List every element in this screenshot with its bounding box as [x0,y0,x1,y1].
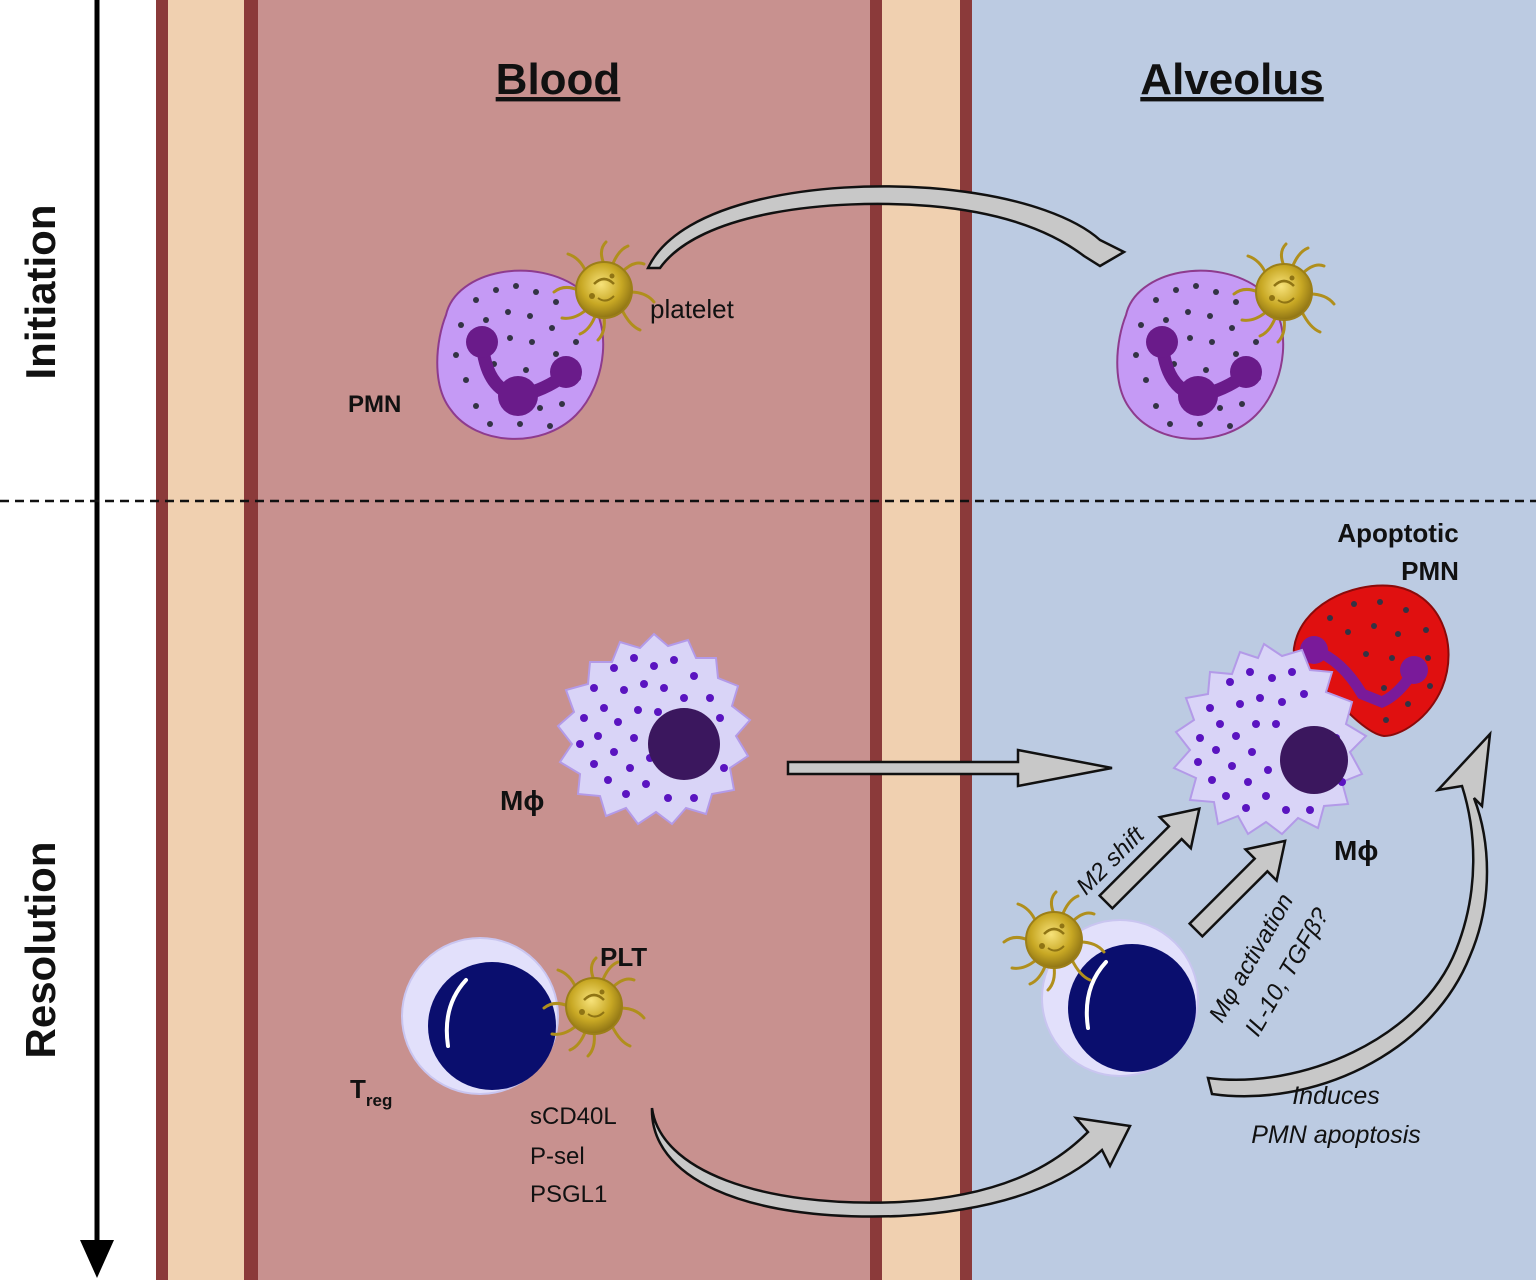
left-margin [0,0,156,1280]
m2-shift-arrow [1097,807,1201,911]
treg-migration-arrow [650,1107,1132,1218]
label-apoptotic-line1: Apoptotic [1337,518,1458,548]
label-plt: PLT [600,942,647,972]
label-mphi-blood: Mϕ [500,785,544,816]
macrophage-migration-arrow [786,748,1113,788]
induces-apoptosis-arrow [1206,730,1492,1098]
phase-label-resolution: Resolution [17,842,64,1059]
phase-label-initiation: Initiation [17,205,64,380]
vessel-wall-right-inner [870,0,882,1280]
initiation-migration-arrow [646,185,1127,270]
vessel-wall-left-outer [156,0,168,1280]
label-treg-subscript: reg [366,1091,392,1110]
header-blood: Blood [496,55,621,104]
label-mphi-alveolus: Mϕ [1334,835,1378,866]
label-induces-line1: Induces [1292,1082,1380,1110]
interstitium-left [168,0,244,1280]
vessel-wall-left-inner [244,0,258,1280]
treg-blood-cell [400,936,560,1096]
epithelium-wall [960,0,972,1280]
time-axis [80,0,114,1278]
label-treg-main: T [350,1074,366,1104]
label-mediator-3: PSGL1 [530,1181,607,1208]
apoptotic-pmn-cell [1292,584,1450,738]
time-axis-arrowhead [80,1240,114,1278]
header-alveolus: Alveolus [1140,55,1323,104]
label-apoptotic-line2: PMN [1401,556,1459,586]
interstitium-right [882,0,960,1280]
macrophage-blood-cell [556,632,752,826]
label-platelet: platelet [650,294,735,324]
label-treg: Treg [350,1074,392,1110]
label-pmn: PMN [348,391,401,418]
macrophage-alveolus-cell [1172,642,1368,836]
mphi-activation-arrow [1187,839,1287,939]
label-mediator-1: sCD40L [530,1103,617,1130]
label-mediator-2: P-sel [530,1143,585,1170]
label-induces-line2: PMN apoptosis [1251,1121,1421,1149]
